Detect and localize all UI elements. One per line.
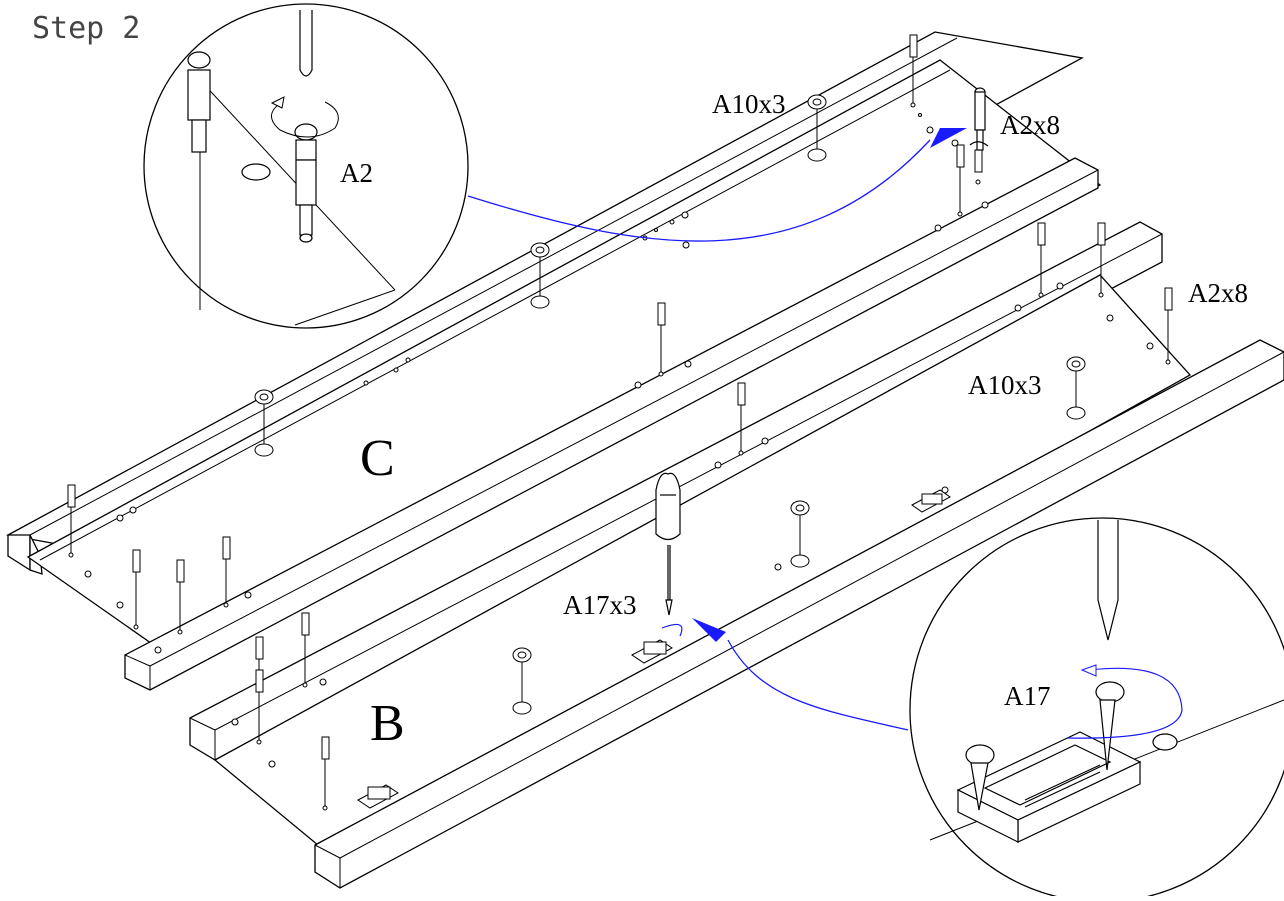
- magnetic-catches: [357, 489, 951, 809]
- dowel-pin: [657, 302, 666, 377]
- dowel-pin: [956, 144, 965, 217]
- dowel-detail-top-right: [969, 87, 989, 151]
- dowel-pin: [1097, 222, 1106, 298]
- dowel-pin: [67, 484, 76, 558]
- dowel-pin: [132, 549, 141, 630]
- panel-b: [213, 274, 1192, 856]
- screwdriver: [655, 472, 683, 637]
- dowel-pin: [909, 34, 918, 108]
- arrowhead-icon: [692, 618, 726, 642]
- cam-lock: [807, 94, 827, 162]
- label-panel-c: C: [360, 430, 395, 487]
- detail-circle-dowel: A2: [143, 3, 469, 329]
- detail-label-a17: A17: [1004, 681, 1051, 711]
- detail-label-a2: A2: [340, 158, 373, 188]
- rail-bottom: [314, 339, 1284, 889]
- dowel-pin: [222, 536, 231, 608]
- cam-locks: [254, 94, 1086, 715]
- detail-circle-catch: A17: [909, 517, 1284, 901]
- dowel-pin: [1164, 287, 1173, 365]
- magnetic-catch: [631, 639, 673, 664]
- dowel-pins: [67, 34, 1173, 811]
- dowel-pin: [176, 559, 185, 635]
- leader-arrow-a17: [727, 639, 909, 731]
- cam-lock: [1066, 356, 1086, 420]
- dowel-pin: [1037, 222, 1046, 298]
- dowel-pin: [321, 736, 330, 811]
- magnetic-catch: [911, 489, 951, 513]
- step-title: Step 2: [32, 11, 140, 46]
- dowel-pin: [737, 382, 746, 456]
- label-panel-b: B: [370, 695, 405, 752]
- holes: [84, 113, 1154, 768]
- rail-middle: [124, 157, 1099, 691]
- arrowhead-icon: [930, 128, 967, 148]
- magnetic-catch: [357, 784, 399, 809]
- dowel-pin: [301, 612, 310, 688]
- panel-c: [26, 59, 1102, 649]
- cam-lock: [254, 389, 274, 457]
- label-a17x3: A17x3: [563, 590, 637, 620]
- label-a2x8-top: A2x8: [1000, 110, 1060, 140]
- label-a2x8-right: A2x8: [1188, 278, 1248, 308]
- label-a10x3-top: A10x3: [712, 89, 786, 119]
- cam-lock: [512, 647, 532, 715]
- cam-lock: [530, 242, 550, 309]
- leader-arrows: [467, 128, 967, 731]
- leader-arrow-a2: [467, 139, 931, 242]
- cam-lock: [790, 500, 810, 568]
- label-a10x3-right: A10x3: [968, 370, 1042, 400]
- dowel-pin: [255, 669, 264, 745]
